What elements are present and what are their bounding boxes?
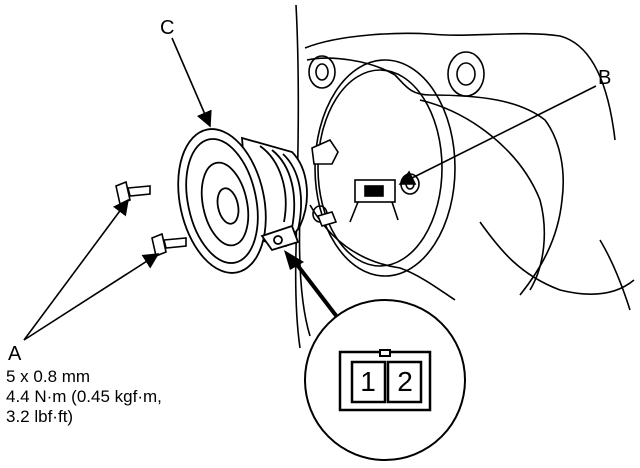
callout-b: B bbox=[598, 67, 611, 89]
harness-connector bbox=[349, 179, 399, 223]
torque-spec-line1: 4.4 N·m (0.45 kgf·m, bbox=[6, 387, 162, 406]
callout-c: C bbox=[160, 17, 174, 39]
door-panel bbox=[294, 4, 635, 349]
detail-pointer bbox=[284, 250, 346, 328]
speaker bbox=[177, 128, 308, 274]
leader-lines bbox=[23, 37, 597, 341]
panel-tab bbox=[311, 138, 339, 227]
mounting-bolts bbox=[115, 180, 187, 258]
connector-pin-2: 2 bbox=[397, 366, 413, 397]
bolt-size-spec: 5 x 0.8 mm bbox=[6, 367, 91, 386]
torque-spec-line2: 3.2 lbf·ft) bbox=[6, 407, 74, 426]
connector-pin-1: 1 bbox=[360, 366, 376, 397]
callout-a: A bbox=[8, 343, 22, 365]
connector-detail: 1 2 bbox=[304, 299, 466, 461]
speaker-opening bbox=[314, 59, 456, 277]
